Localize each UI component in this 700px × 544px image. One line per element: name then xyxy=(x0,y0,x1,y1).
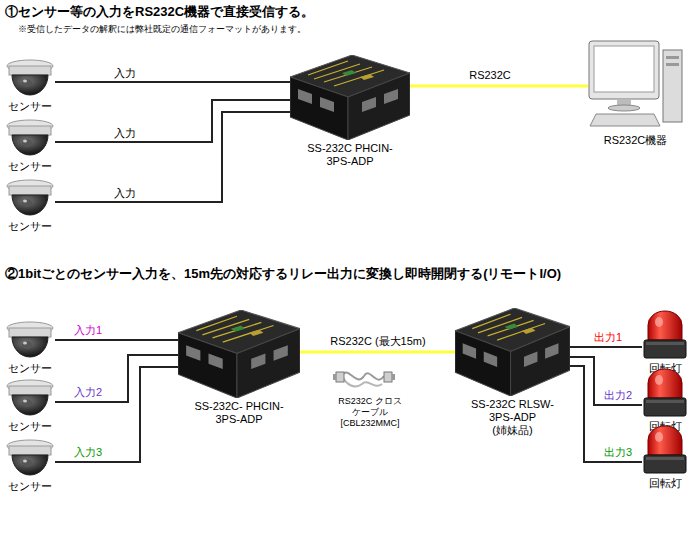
wire-label: 入力1 xyxy=(73,324,103,337)
node-caption: 回転灯 xyxy=(638,477,692,490)
node-caption: センサー xyxy=(0,220,60,233)
node-caption: RS232C機器 xyxy=(586,134,686,147)
node-caption: センサー xyxy=(0,362,60,375)
node-label: SS-232C RLSW-3PS-ADP xyxy=(463,398,563,424)
wire-label: 出力2 xyxy=(603,389,633,402)
node-label: SS-232C PHCIN-3PS-ADP xyxy=(298,142,402,168)
node-label: センサー xyxy=(0,100,60,113)
node-label: センサー xyxy=(0,362,60,375)
lamp-icon xyxy=(642,368,688,418)
note-text: ※受信したデータの解釈には弊社既定の通信フォーマットがあります。 xyxy=(18,24,306,35)
rotating-lamp: 回転灯 xyxy=(642,425,688,475)
camera-icon xyxy=(5,118,55,158)
section-heading: ②1bitごとのセンサー入力を、15m先の対応するリレー出力に変換し即時開閉する… xyxy=(5,266,561,282)
camera-icon xyxy=(5,438,55,478)
node-label: 回転灯 xyxy=(638,477,692,490)
node-label: (姉妹品) xyxy=(463,424,563,437)
signal-wire xyxy=(55,339,178,341)
wire-label: 入力 xyxy=(113,187,137,200)
node-label: センサー xyxy=(0,420,60,433)
converter-unit: SS-232C PHCIN-3PS-ADP xyxy=(290,55,410,140)
node-caption: SS-232C RLSW-3PS-ADP(姉妹品) xyxy=(463,398,563,437)
sensor-camera: センサー xyxy=(5,438,55,478)
computer-icon xyxy=(588,40,683,132)
node-caption: SS-232C- PHCIN-3PS-ADP xyxy=(187,400,291,426)
rotating-lamp: 回転灯 xyxy=(642,368,688,418)
wire-label: 入力 xyxy=(113,127,137,140)
signal-wire xyxy=(300,350,455,353)
converter-unit: SS-232C RLSW-3PS-ADP(姉妹品) xyxy=(455,308,570,396)
node-label: センサー xyxy=(0,480,60,493)
wire-label: 出力1 xyxy=(593,331,623,344)
lamp-icon xyxy=(642,425,688,475)
converter-unit: SS-232C- PHCIN-3PS-ADP xyxy=(178,310,300,398)
signal-wire xyxy=(55,100,290,142)
lamp-icon xyxy=(642,310,688,360)
wire-label: 入力 xyxy=(113,67,137,80)
wire-label: RS232C (最大15m) xyxy=(329,335,426,348)
sensor-camera: センサー xyxy=(5,58,55,98)
signal-wire xyxy=(55,81,290,83)
node-label: センサー xyxy=(0,160,60,173)
signal-wire xyxy=(55,355,178,402)
signal-wire xyxy=(570,357,642,405)
node-caption: センサー xyxy=(0,420,60,433)
sensor-camera: センサー xyxy=(5,378,55,418)
node-label: SS-232C- PHCIN-3PS-ADP xyxy=(187,400,291,426)
signal-wire xyxy=(410,85,588,88)
camera-icon xyxy=(5,178,55,218)
camera-icon xyxy=(5,320,55,360)
rotating-lamp: 回転灯 xyxy=(642,310,688,360)
signal-wire xyxy=(55,367,178,462)
wire-label: 入力2 xyxy=(73,386,103,399)
device-box xyxy=(290,55,410,140)
wire-label: RS232C xyxy=(468,69,512,82)
wire-label: 入力3 xyxy=(73,446,103,459)
camera-icon xyxy=(5,378,55,418)
section-heading: ①センサー等の入力をRS232C機器で直接受信する。 xyxy=(5,4,314,20)
node-label: センサー xyxy=(0,220,60,233)
signal-wire xyxy=(55,112,290,202)
node-label: RS232C機器 xyxy=(586,134,686,147)
node-caption: センサー xyxy=(0,100,60,113)
sensor-camera: センサー xyxy=(5,118,55,158)
signal-wire xyxy=(570,346,642,348)
signal-wire xyxy=(570,366,642,462)
rs232c-computer: RS232C機器 xyxy=(588,40,683,132)
camera-icon xyxy=(5,58,55,98)
device-box xyxy=(178,310,300,398)
wire-label: 出力3 xyxy=(603,446,633,459)
node-caption: SS-232C PHCIN-3PS-ADP xyxy=(298,142,402,168)
device-box xyxy=(455,308,570,396)
cable-label: RS232C クロスケーブル [CBL232MMC] xyxy=(334,396,406,429)
node-caption: センサー xyxy=(0,480,60,493)
node-caption: センサー xyxy=(0,160,60,173)
sensor-camera: センサー xyxy=(5,320,55,360)
sensor-camera: センサー xyxy=(5,178,55,218)
